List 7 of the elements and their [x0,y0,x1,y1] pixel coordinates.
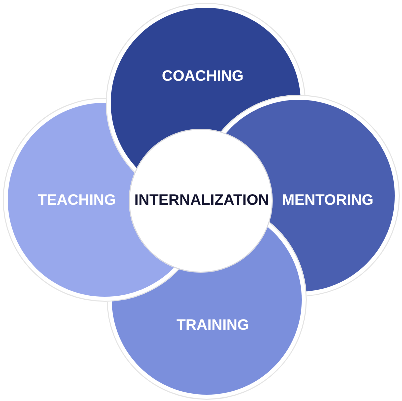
segment-label: TRAINING [176,318,250,334]
center-label: INTERNALIZATION [134,192,270,210]
segment-label: TEACHING [38,192,116,210]
circle-segment [107,222,307,400]
center-circle [129,129,273,273]
segment-label: MENTORING [282,192,374,210]
segment-label: COACHING [162,68,244,86]
